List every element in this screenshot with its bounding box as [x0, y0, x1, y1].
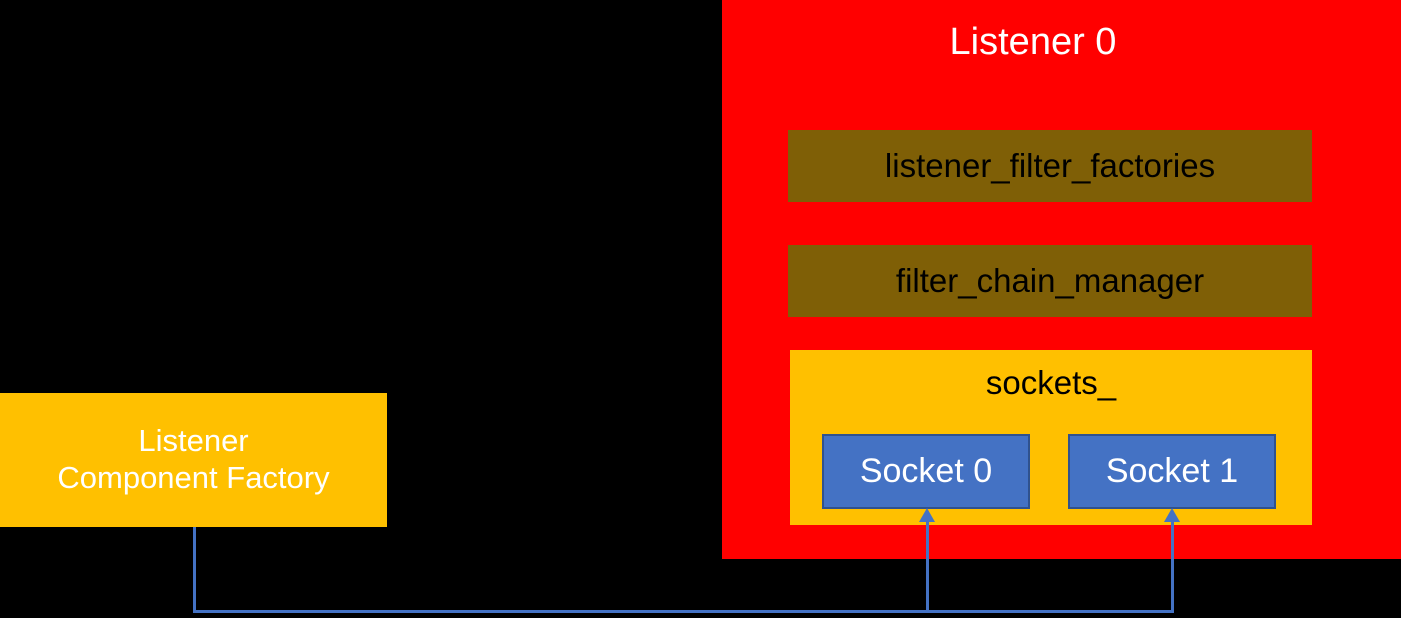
- socket-0-label: Socket 0: [859, 452, 993, 491]
- sockets-group-label: sockets_: [985, 364, 1117, 401]
- connector-horizontal-bus-line: [193, 610, 1174, 613]
- socket-0-box: Socket 0: [822, 434, 1030, 509]
- listener-component-factory-box: Listener Component Factory: [0, 393, 387, 527]
- connector-factory-vertical-line: [193, 527, 196, 612]
- listener-panel-title: Listener 0: [949, 21, 1117, 63]
- arrowhead-to-socket-0-icon: [919, 508, 935, 522]
- filter-chain-manager-box: filter_chain_manager: [788, 245, 1312, 317]
- connector-socket-1-vertical-line: [1171, 520, 1174, 612]
- listener-filter-factories-label: listener_filter_factories: [884, 146, 1216, 184]
- filter-chain-manager-label: filter_chain_manager: [895, 261, 1205, 299]
- socket-1-box: Socket 1: [1068, 434, 1276, 509]
- connector-socket-0-vertical-line: [926, 520, 929, 612]
- listener-filter-factories-box: listener_filter_factories: [788, 130, 1312, 202]
- arrowhead-to-socket-1-icon: [1164, 508, 1180, 522]
- listener-component-factory-label: Listener Component Factory: [57, 423, 330, 495]
- socket-1-label: Socket 1: [1105, 452, 1239, 491]
